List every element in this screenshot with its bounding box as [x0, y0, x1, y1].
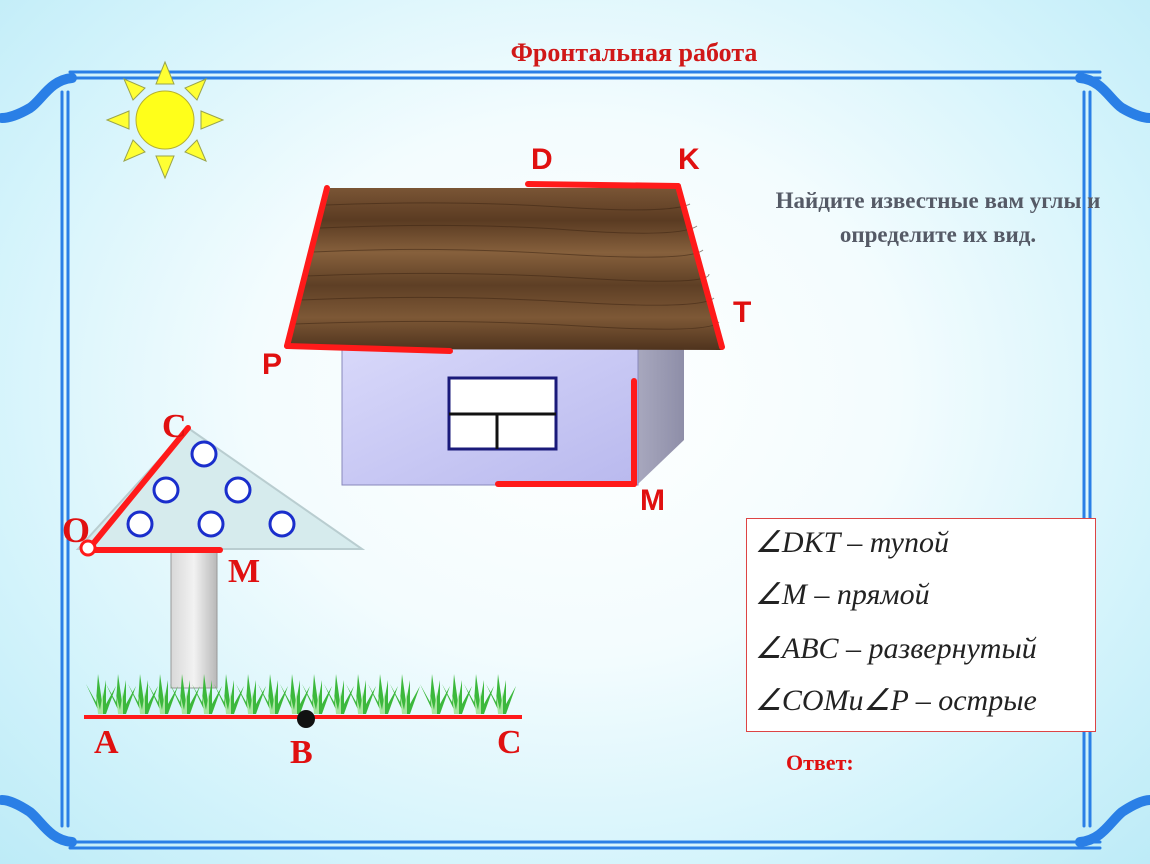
point-o-marker	[79, 539, 97, 557]
answer-item: ∠ABC – развернутый	[755, 632, 1037, 665]
label-k: K	[678, 143, 700, 176]
label-t: T	[733, 296, 752, 329]
answer-label: Ответ:	[786, 750, 854, 775]
label-mushroom-c: C	[162, 408, 187, 445]
label-b: B	[290, 734, 313, 771]
label-mushroom-m: M	[228, 553, 261, 590]
grass-icon	[86, 674, 516, 714]
label-p: P	[262, 348, 283, 381]
answer-item: ∠DKT – тупой	[755, 526, 949, 559]
label-o: O	[62, 510, 91, 550]
task-text: Найдите известные вам углы и определите …	[733, 184, 1143, 252]
straight-angle-line	[84, 710, 522, 728]
label-d: D	[531, 143, 553, 176]
slide-title: Фронтальная работа	[510, 38, 758, 67]
mushroom	[75, 425, 366, 689]
mushroom-spots	[126, 440, 296, 538]
answer-box: ∠DKT – тупой ∠M – прямой ∠ABC – разверну…	[746, 518, 1096, 732]
slide-frame	[0, 70, 1150, 850]
task-line-2: определите их вид.	[839, 222, 1037, 247]
label-a: A	[94, 724, 119, 761]
house-angle-marks	[284, 181, 725, 487]
answer-item: ∠COMи∠P – острые	[755, 684, 1037, 717]
mushroom-stem	[170, 547, 218, 689]
mushroom-angle-marks	[85, 425, 223, 553]
point-b-marker	[297, 710, 315, 728]
label-house-m: M	[640, 484, 665, 517]
answer-item: ∠M – прямой	[755, 578, 930, 611]
sun-icon	[105, 60, 225, 180]
label-line-c: C	[497, 724, 522, 761]
task-line-1: Найдите известные вам углы и	[775, 188, 1101, 213]
house	[284, 181, 725, 487]
house-roof	[287, 188, 722, 350]
